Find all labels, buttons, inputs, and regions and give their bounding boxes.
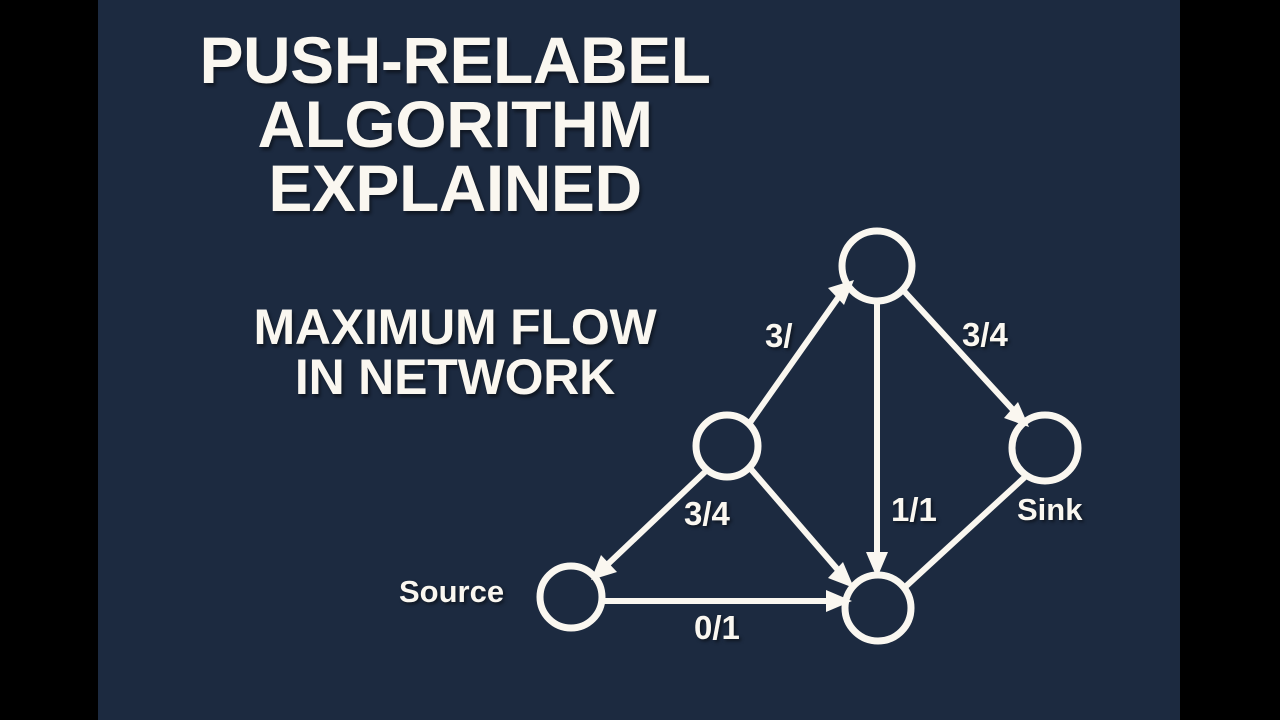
subtitle-line-2: IN NETWORK (294, 349, 616, 405)
title-line-3: EXPLAINED (268, 151, 642, 226)
edge-b-to-c (866, 301, 888, 578)
node-source[interactable] (536, 562, 606, 632)
edge-source-to-c (603, 590, 852, 612)
page-title: PUSH-RELABEL ALGORITHM EXPLAINED (110, 23, 800, 226)
node-sink[interactable] (1008, 411, 1082, 485)
label-b-to-sink: 3/4 (962, 316, 1008, 353)
node-label-source: Source (399, 574, 505, 609)
label-a-to-b: 3/ (765, 317, 793, 354)
edge-a-to-source (591, 467, 710, 580)
node-b[interactable] (838, 227, 916, 305)
edge-c-to-sink (900, 473, 1029, 592)
label-source-to-c: 0/1 (694, 609, 740, 646)
page-subtitle: MAXIMUM FLOW IN NETWORK (110, 302, 800, 402)
label-a-to-source: 3/4 (684, 495, 730, 532)
node-c[interactable] (841, 571, 915, 645)
title-line-1: PUSH-RELABEL (199, 23, 711, 97)
edge-a-to-c (747, 466, 854, 588)
title-line-2: ALGORITHM (257, 87, 653, 162)
subtitle-line-1: MAXIMUM FLOW (253, 299, 657, 355)
label-b-to-c: 1/1 (891, 491, 937, 528)
node-label-sink: Sink (1017, 492, 1083, 527)
edge-b-to-sink (900, 287, 1029, 427)
node-a[interactable] (692, 411, 762, 481)
